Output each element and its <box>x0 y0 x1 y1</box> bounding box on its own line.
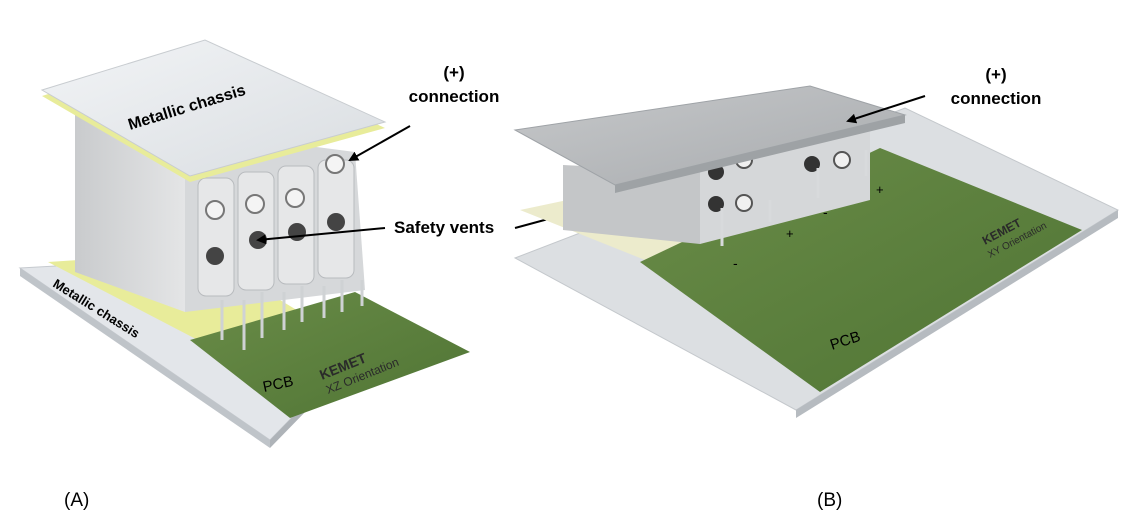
capacitor-stack-side <box>563 165 700 244</box>
vents-arrow-a <box>256 227 386 245</box>
connection-arrow-a <box>348 125 411 161</box>
pcb-board-b <box>640 148 1082 392</box>
panel-a-illustration <box>18 39 470 448</box>
leads-b <box>720 150 868 246</box>
connection-label-a-line1: (+) <box>443 63 465 82</box>
bottom-chassis-edge <box>20 268 270 448</box>
connection-label-b: (+) connection <box>940 65 1052 109</box>
minus-sign-1: - <box>733 255 738 271</box>
top-plate-b-edge <box>615 115 905 193</box>
pcb-board-a <box>190 292 470 418</box>
pcb-label-a: PCB <box>261 373 295 396</box>
connection-label-b-line1: (+) <box>985 65 1007 84</box>
top-chassis-plate <box>40 39 387 177</box>
connection-label-a-line2: connection <box>408 87 500 106</box>
terminals-a <box>205 154 345 220</box>
connection-arrow-b <box>846 95 926 124</box>
chassis-plate-b-edge <box>796 210 1118 418</box>
plus-sign-1: + <box>786 226 794 241</box>
capacitor-stack-front <box>700 130 870 244</box>
panel-a-caption: (A) <box>64 490 90 511</box>
connection-label-b-line2: connection <box>950 89 1042 108</box>
panel-b-illustration <box>513 85 1120 418</box>
minus-sign-2: - <box>823 204 828 220</box>
connection-label-a: (+) connection <box>398 63 510 107</box>
leads-a <box>220 280 364 350</box>
safety-vents-label: Safety vents <box>394 218 495 237</box>
panel-b-caption: (B) <box>817 490 843 511</box>
plus-sign-2: + <box>876 182 884 197</box>
